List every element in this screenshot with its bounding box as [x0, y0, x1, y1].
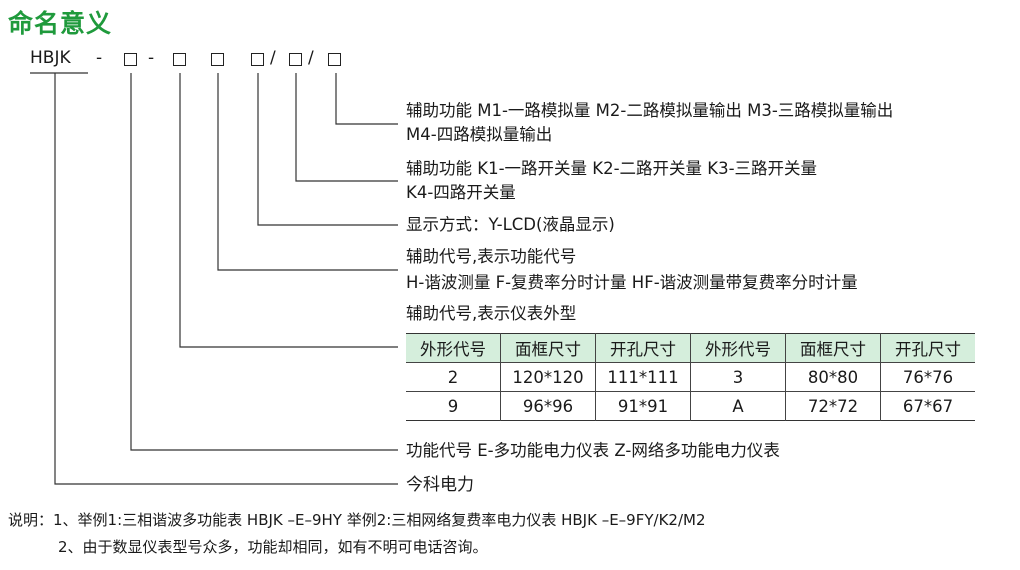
connector-company [54, 73, 398, 485]
table-row: 9 96*96 91*91 A 72*72 67*67 [406, 391, 975, 421]
size-table-header: 面框尺寸 [500, 333, 596, 363]
connector-aux-k [295, 73, 398, 182]
size-table-header: 开孔尺寸 [880, 333, 975, 363]
note-line-1: 说明：1、举例1:三相谐波多功能表 HBJK –E–9HY 举例2:三相网络复费… [8, 511, 706, 529]
code-box-function [124, 51, 137, 71]
aux-m-description-line1: 辅助功能 M1-一路模拟量 M2-二路模拟量输出 M3-三路模拟量输出 [406, 101, 894, 120]
table-cell: 76*76 [880, 362, 975, 392]
function-description: 功能代号 E-多功能电力仪表 Z-网络多功能电力仪表 [406, 441, 780, 460]
table-cell: 72*72 [785, 391, 881, 421]
connector-aux-function [217, 73, 398, 271]
connector-aux-m [335, 73, 398, 125]
size-table-header: 外形代号 [406, 333, 501, 363]
connector-function [130, 73, 398, 451]
code-dash-2: - [148, 48, 155, 68]
table-cell: 3 [690, 362, 786, 392]
connector-display [257, 73, 398, 226]
code-box-display [251, 51, 264, 71]
table-cell: A [690, 391, 786, 421]
table-cell: 111*111 [595, 362, 691, 392]
func-code-description-line2: H-谐波测量 F-复费率分时计量 HF-谐波测量带复费率分时计量 [406, 273, 858, 292]
func-code-description-line1: 辅助代号,表示功能代号 [406, 247, 577, 266]
company-name: 今科电力 [406, 475, 474, 495]
aux-k-description-line1: 辅助功能 K1-一路开关量 K2-二路开关量 K3-三路开关量 [406, 159, 818, 178]
shape-code-description: 辅助代号,表示仪表外型 [406, 304, 577, 323]
table-cell: 67*67 [880, 391, 975, 421]
code-box-aux-k [289, 51, 302, 71]
connector-shape [179, 73, 398, 348]
note-line-2: 2、由于数显仪表型号众多，功能却相同，如有不明可电话咨询。 [58, 538, 488, 556]
size-table-header: 面框尺寸 [785, 333, 881, 363]
aux-m-description-line2: M4-四路模拟量输出 [406, 125, 553, 144]
display-description: 显示方式：Y-LCD(液晶显示) [406, 215, 615, 234]
code-slash-2: / [308, 48, 314, 68]
code-box-shape [173, 51, 186, 71]
size-table-header-row: 外形代号 面框尺寸 开孔尺寸 外形代号 面框尺寸 开孔尺寸 [406, 333, 975, 363]
code-box-aux-function [211, 51, 224, 71]
table-row: 2 120*120 111*111 3 80*80 76*76 [406, 362, 975, 392]
table-cell: 9 [406, 391, 501, 421]
code-slash-1: / [270, 48, 276, 68]
size-table-header: 开孔尺寸 [595, 333, 691, 363]
aux-k-description-line2: K4-四路开关量 [406, 183, 516, 202]
table-cell: 2 [406, 362, 501, 392]
page-title: 命名意义 [8, 9, 113, 38]
table-cell: 91*91 [595, 391, 691, 421]
table-cell: 120*120 [500, 362, 596, 392]
code-prefix: HBJK [30, 48, 71, 68]
table-cell: 96*96 [500, 391, 596, 421]
size-table: 外形代号 面框尺寸 开孔尺寸 外形代号 面框尺寸 开孔尺寸 2 120*120 … [406, 333, 975, 421]
code-dash-1: - [96, 48, 103, 68]
size-table-header: 外形代号 [690, 333, 786, 363]
table-cell: 80*80 [785, 362, 881, 392]
code-box-aux-m [328, 51, 341, 71]
